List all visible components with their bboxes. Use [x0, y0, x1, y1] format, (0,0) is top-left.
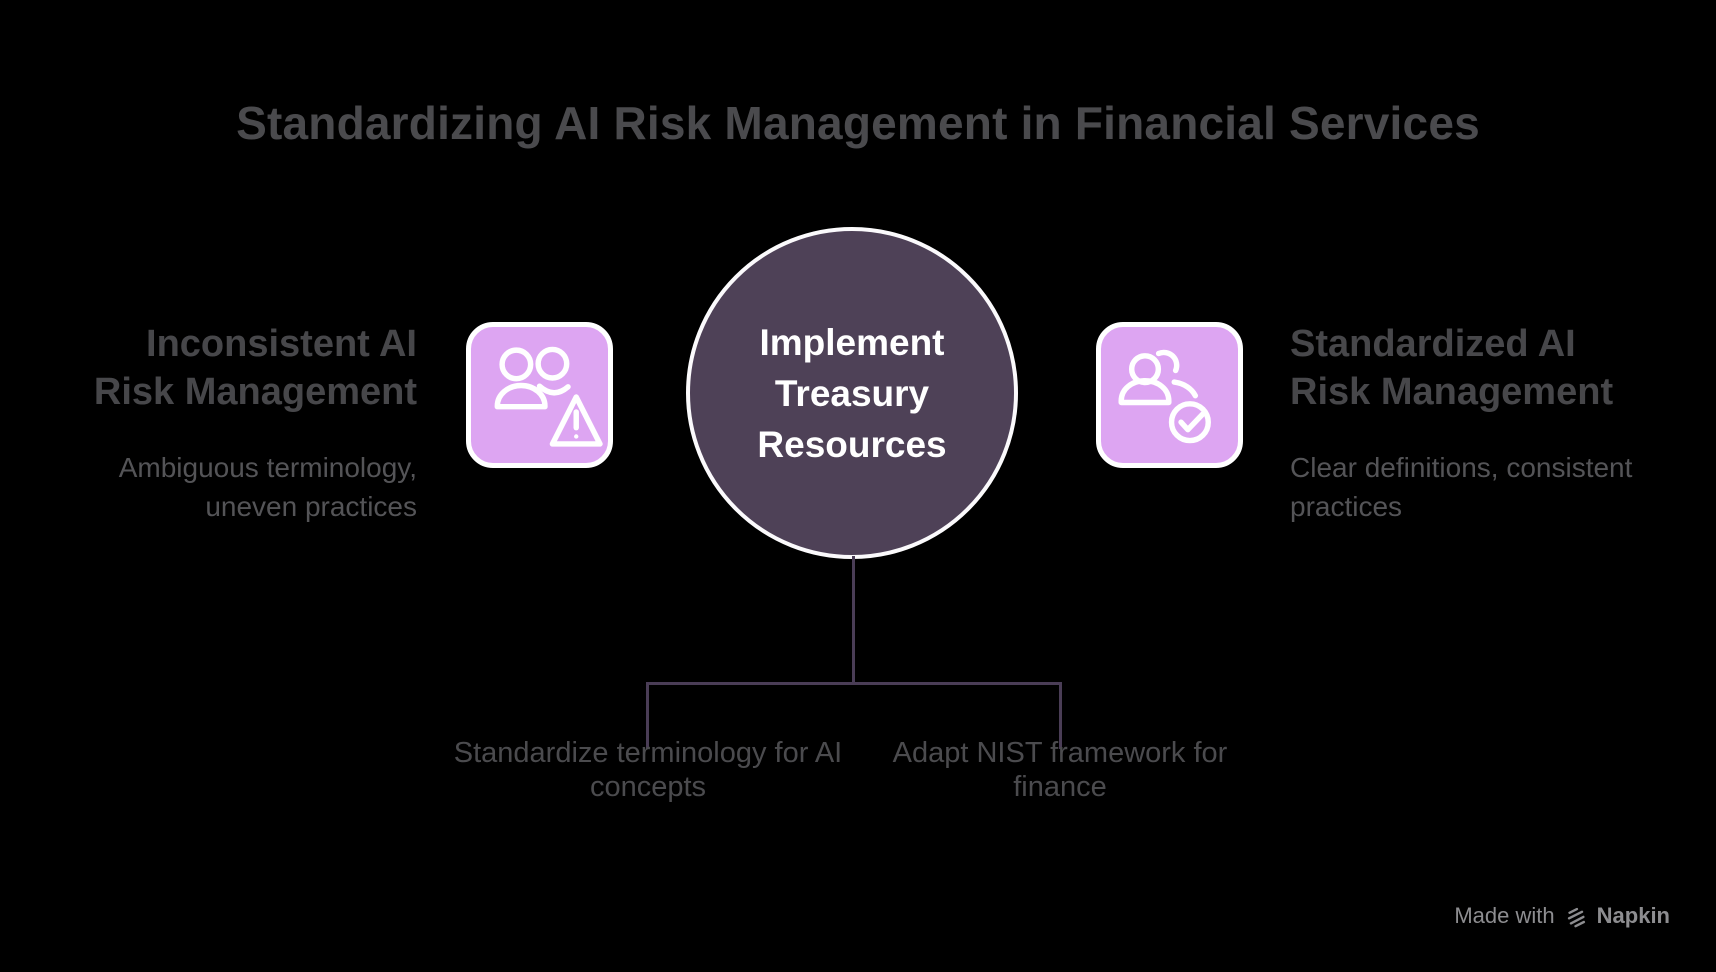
branch-label-nist: Adapt NIST framework for finance: [892, 737, 1228, 803]
solution-heading: Standardized AI Risk Management: [1290, 323, 1614, 413]
page-title: Standardizing AI Risk Management in Fina…: [236, 97, 1480, 149]
connector-stem: [852, 556, 855, 685]
people-warning-icon: [494, 346, 603, 447]
solution-icon-card: [1096, 322, 1243, 468]
connector-drop-right: [1059, 682, 1062, 749]
branch-label-terminology: Standardize terminology for AI concepts: [453, 737, 843, 803]
central-node-label: Implement Treasury Resources: [757, 321, 947, 465]
credit-prefix: Made with: [1454, 903, 1555, 928]
connector-drop-left: [646, 682, 649, 749]
connector-horizontal: [646, 682, 1062, 685]
problem-heading: Inconsistent AI Risk Management: [93, 323, 417, 413]
credit-brand: Napkin: [1596, 903, 1670, 928]
people-check-icon: [1118, 349, 1211, 444]
problem-description: Ambiguous terminology, uneven practices: [118, 452, 417, 522]
napkin-credit[interactable]: Made with Napkin: [1454, 903, 1670, 929]
napkin-logo-icon: [1567, 907, 1585, 928]
problem-icon-card: [466, 322, 613, 468]
solution-description: Clear definitions, consistent practices: [1290, 452, 1633, 522]
central-node: Implement Treasury Resources: [686, 227, 1018, 559]
